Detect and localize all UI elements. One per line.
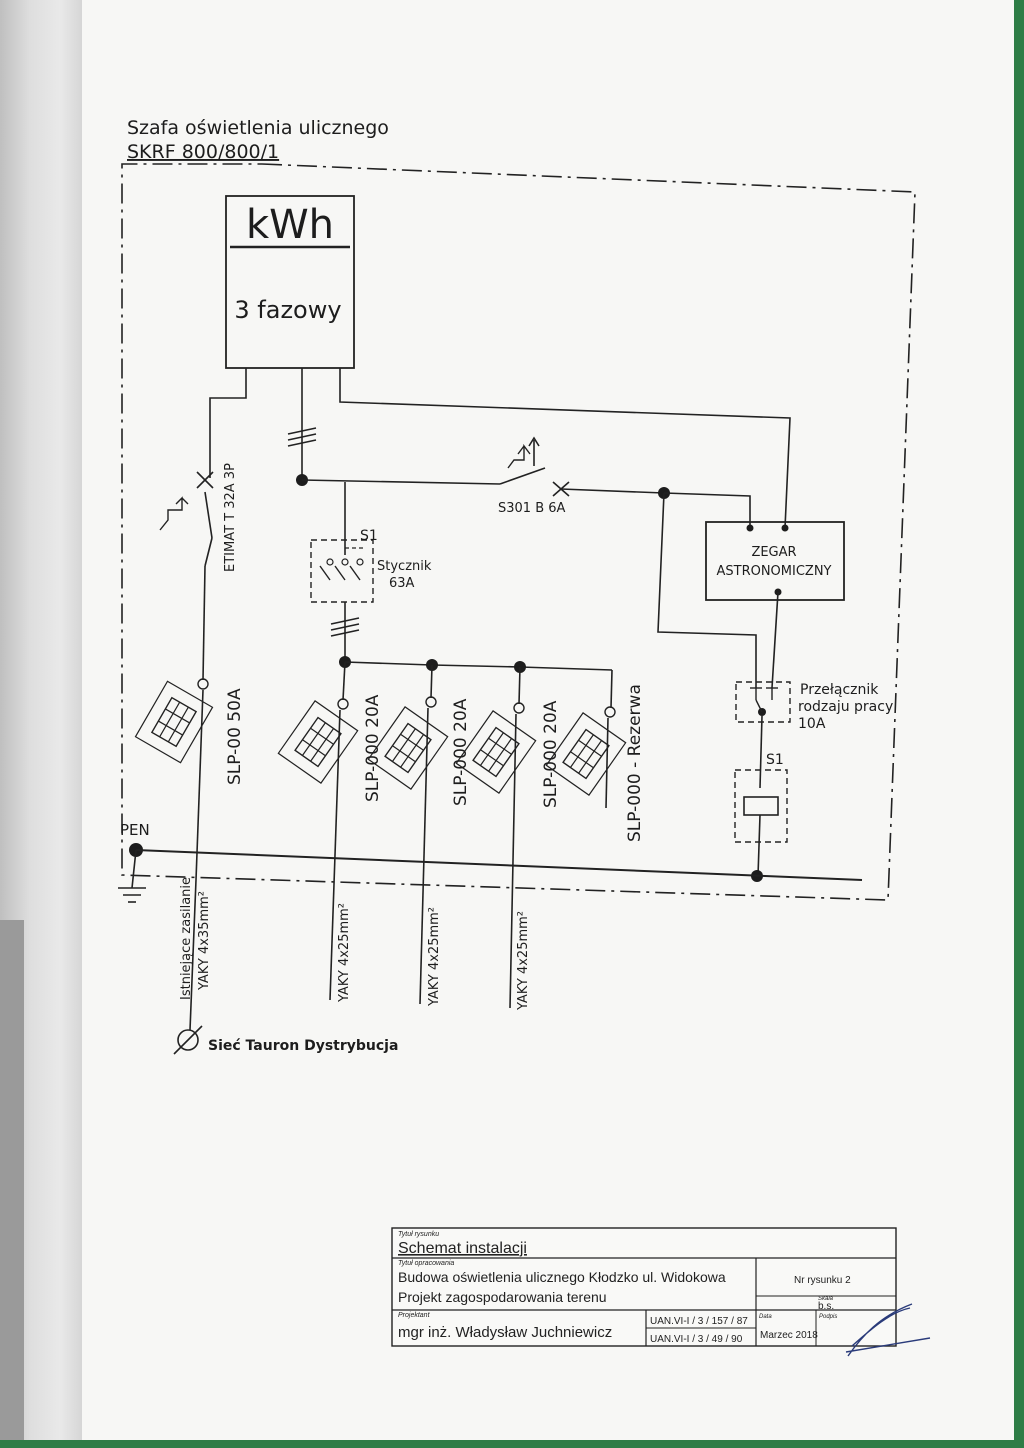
main-breaker-label: ETIMAT T 32A 3P <box>223 463 238 572</box>
selector-line3: 10A <box>798 716 826 732</box>
drawing-title-caption: Tytuł rysunku <box>398 1231 439 1238</box>
contactor: S1 Stycznik 63A <box>310 528 432 603</box>
network-label: Sieć Tauron Dystrybucja <box>208 1038 398 1054</box>
supply-cable-line2: YAKY 4x35mm² <box>197 891 212 991</box>
cabinet-model: SKRF 800/800/1 <box>127 141 279 163</box>
fuse-reserve-label: SLP-000 - Rezerwa <box>625 684 645 842</box>
main-fuse-label: SLP-00 50A <box>225 688 245 785</box>
scan-edge-bottom <box>0 1440 1024 1448</box>
fuse-out3-label: SLP-000 20A <box>541 700 561 808</box>
cable-out1-label: YAKY 4x25mm² <box>337 903 352 1003</box>
designer-caption: Projektant <box>398 1312 431 1319</box>
breaker-s301: S301 B 6A <box>498 436 570 516</box>
main-breaker: ETIMAT T 32A 3P <box>159 463 238 572</box>
pen-label: PEN <box>120 821 150 839</box>
contactor-ref: S1 <box>360 528 378 544</box>
cable-out2-label: YAKY 4x25mm² <box>427 907 442 1007</box>
date-caption: Data <box>759 1314 772 1320</box>
signature-mark <box>845 1303 931 1357</box>
meter-unit: kWh <box>246 202 334 248</box>
network-terminal-icon <box>177 1029 199 1051</box>
date-value: Marzec 2018 <box>760 1330 818 1341</box>
scan-edge-right <box>1014 0 1024 1448</box>
energy-meter: kWh 3 fazowy <box>225 195 355 369</box>
project-caption: Tytuł opracowania <box>398 1260 454 1267</box>
astronomical-clock: ZEGAR ASTRONOMICZNY <box>705 521 845 601</box>
drawing-number: Nr rysunku 2 <box>794 1275 851 1286</box>
supply-cable-line1: Istniejące zasilanie <box>179 877 194 1000</box>
signature-caption: Podpis <box>819 1314 837 1320</box>
project-line1: Budowa oświetlenia ulicznego Kłodzko ul.… <box>398 1269 726 1285</box>
scale-caption: Skala <box>818 1296 834 1302</box>
meter-type: 3 fazowy <box>234 296 341 324</box>
cabinet-outline <box>121 163 916 901</box>
license-2: UAN.VI-I / 3 / 49 / 90 <box>650 1334 743 1345</box>
clock-line1: ZEGAR <box>751 545 796 560</box>
clock-line2: ASTRONOMICZNY <box>716 564 831 579</box>
license-1: UAN.VI-I / 3 / 157 / 87 <box>650 1316 748 1327</box>
project-line2: Projekt zagospodarowania terenu <box>398 1289 607 1305</box>
coil-ref: S1 <box>766 752 784 768</box>
cable-out3-label: YAKY 4x25mm² <box>516 911 531 1011</box>
cabinet-title: Szafa oświetlenia ulicznego <box>127 117 389 139</box>
binder-strip <box>0 920 24 1448</box>
breaker-s301-label: S301 B 6A <box>498 501 566 516</box>
contactor-rating: 63A <box>389 576 415 591</box>
drawing-title: Schemat instalacji <box>398 1240 527 1257</box>
mode-selector-switch: Przełącznik rodzaju pracy 10A <box>735 681 893 732</box>
selector-line2: rodzaju pracy <box>798 699 893 715</box>
selector-line1: Przełącznik <box>800 682 879 698</box>
fuse-out1-label: SLP-000 20A <box>363 694 383 802</box>
scale-value: b.s. <box>818 1301 834 1312</box>
fuse-out2-label: SLP-000 20A <box>451 698 471 806</box>
designer-name: mgr inż. Władysław Juchniewicz <box>398 1324 612 1341</box>
fuse-out1-symbol <box>277 700 359 784</box>
ground-icon <box>118 887 146 903</box>
contactor-coil: S1 <box>734 752 788 843</box>
title-block: Tytuł rysunku Schemat instalacji Tytuł o… <box>391 1227 931 1357</box>
contactor-name: Stycznik <box>377 559 432 574</box>
